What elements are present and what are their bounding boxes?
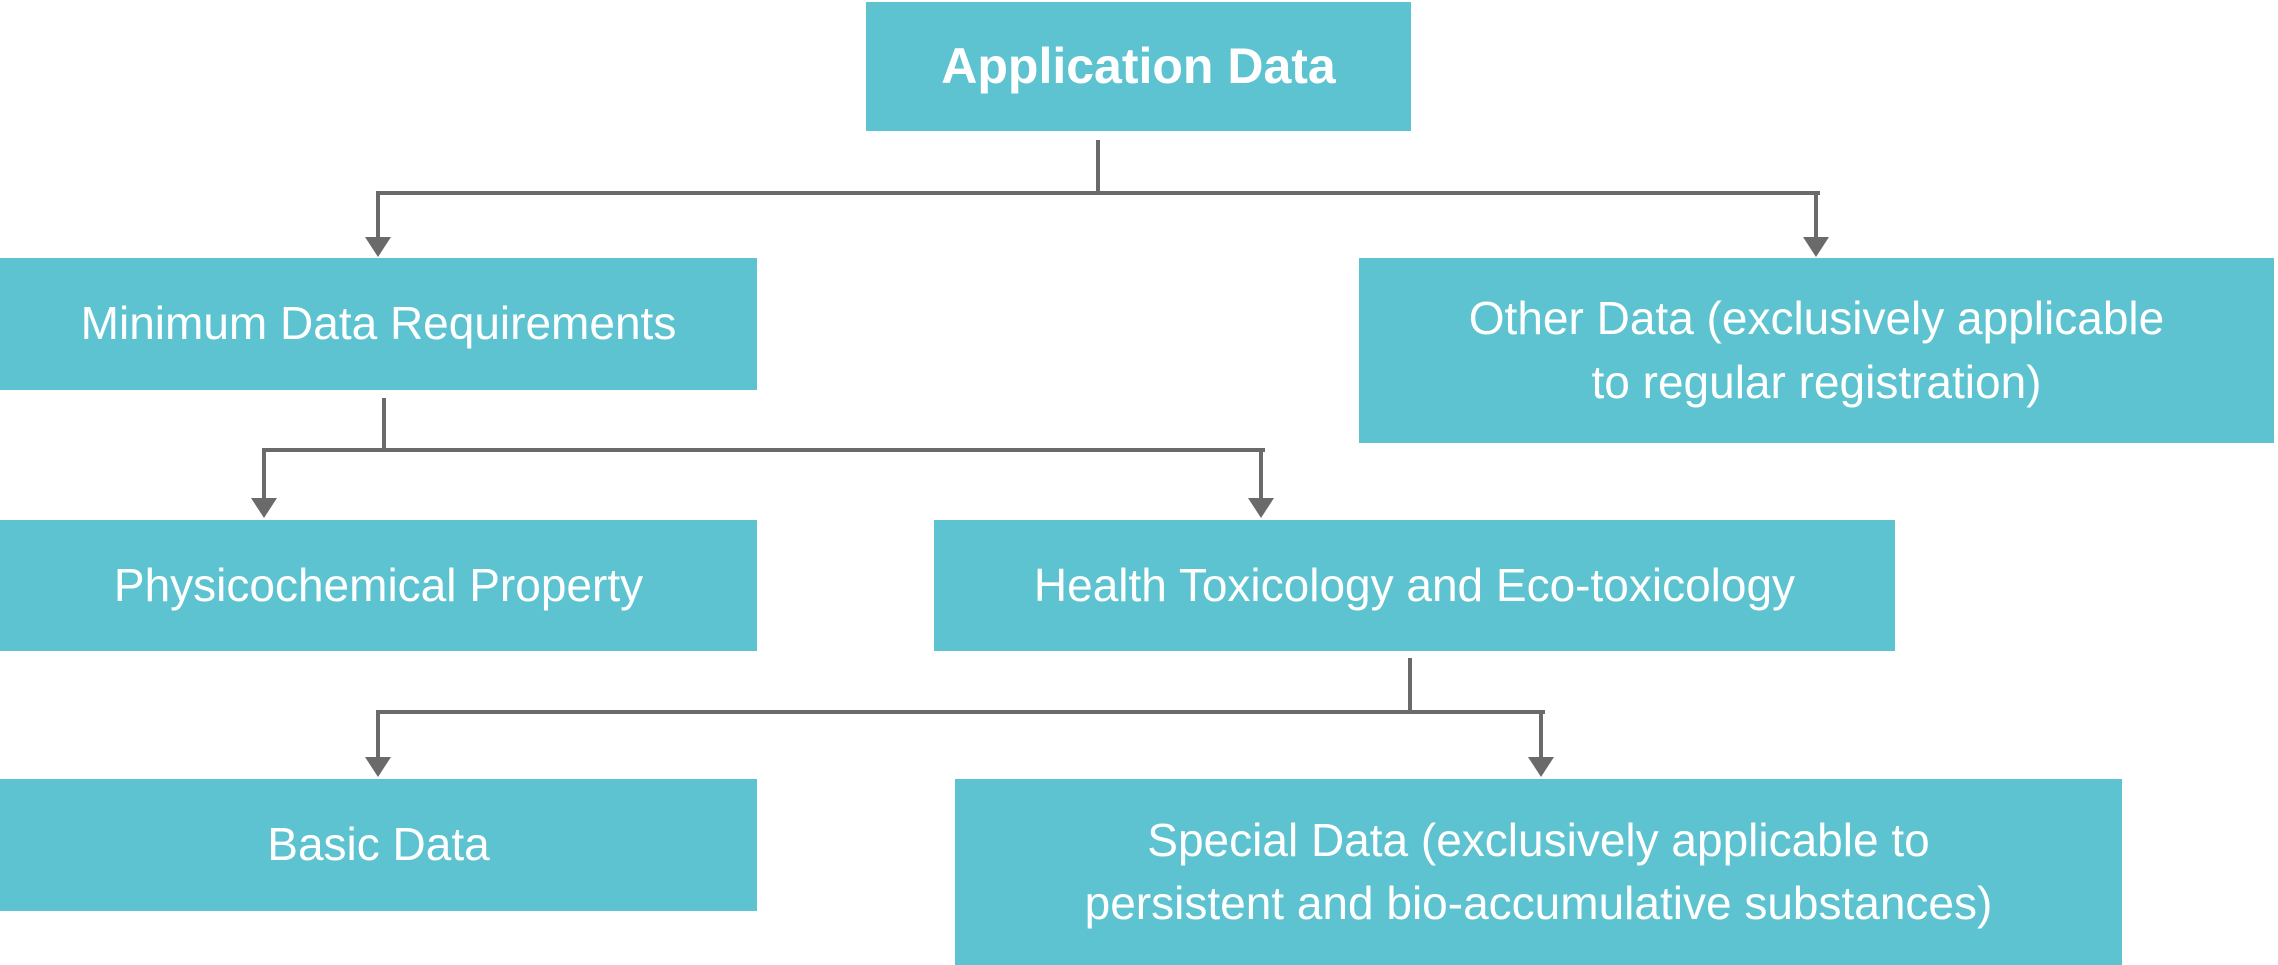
node-physicochemical-property: Physicochemical Property — [0, 520, 757, 651]
arrowhead-down-icon — [365, 237, 391, 257]
connector-drop-minimum — [376, 191, 380, 238]
arrowhead-down-icon — [365, 757, 391, 777]
connector-minimum-stem — [382, 398, 386, 452]
node-special-data-label-line2: persistent and bio-accumulative substanc… — [1084, 877, 1993, 929]
connector-minimum-hbar — [262, 448, 1265, 452]
node-special-data-label-line1: Special Data (exclusively applicable to — [1147, 813, 1930, 866]
node-application-data: Application Data — [866, 2, 1411, 131]
node-health-toxicology: Health Toxicology and Eco-toxicology — [934, 520, 1895, 651]
node-special-data: Special Data (exclusively applicable to … — [955, 779, 2122, 965]
connector-drop-basic — [376, 710, 380, 758]
connector-drop-physicochemical — [262, 448, 266, 499]
arrowhead-down-icon — [1248, 498, 1274, 518]
connector-app-stem — [1096, 140, 1100, 193]
connector-drop-other — [1814, 191, 1818, 238]
node-application-data-label: Application Data — [941, 38, 1336, 94]
arrowhead-down-icon — [1803, 237, 1829, 257]
node-other-data-label-line1: Other Data (exclusively applicable — [1468, 292, 2165, 345]
arrowhead-down-icon — [251, 498, 277, 518]
connector-drop-health-tox — [1259, 448, 1263, 499]
node-other-data: Other Data (exclusively applicable to re… — [1359, 258, 2274, 443]
node-basic-data-label: Basic Data — [267, 818, 490, 871]
node-other-data-label-line2: to regular registration) — [1591, 355, 2042, 408]
connector-drop-special — [1539, 710, 1543, 758]
node-minimum-data-requirements-label: Minimum Data Requirements — [80, 297, 677, 350]
arrowhead-down-icon — [1528, 757, 1554, 777]
connector-health-stem — [1408, 658, 1412, 714]
node-basic-data: Basic Data — [0, 779, 757, 911]
node-minimum-data-requirements: Minimum Data Requirements — [0, 258, 757, 390]
node-health-toxicology-label: Health Toxicology and Eco-toxicology — [1033, 558, 1796, 611]
node-physicochemical-property-label: Physicochemical Property — [113, 558, 644, 611]
connector-app-hbar — [376, 191, 1820, 195]
connector-health-hbar — [376, 710, 1545, 714]
